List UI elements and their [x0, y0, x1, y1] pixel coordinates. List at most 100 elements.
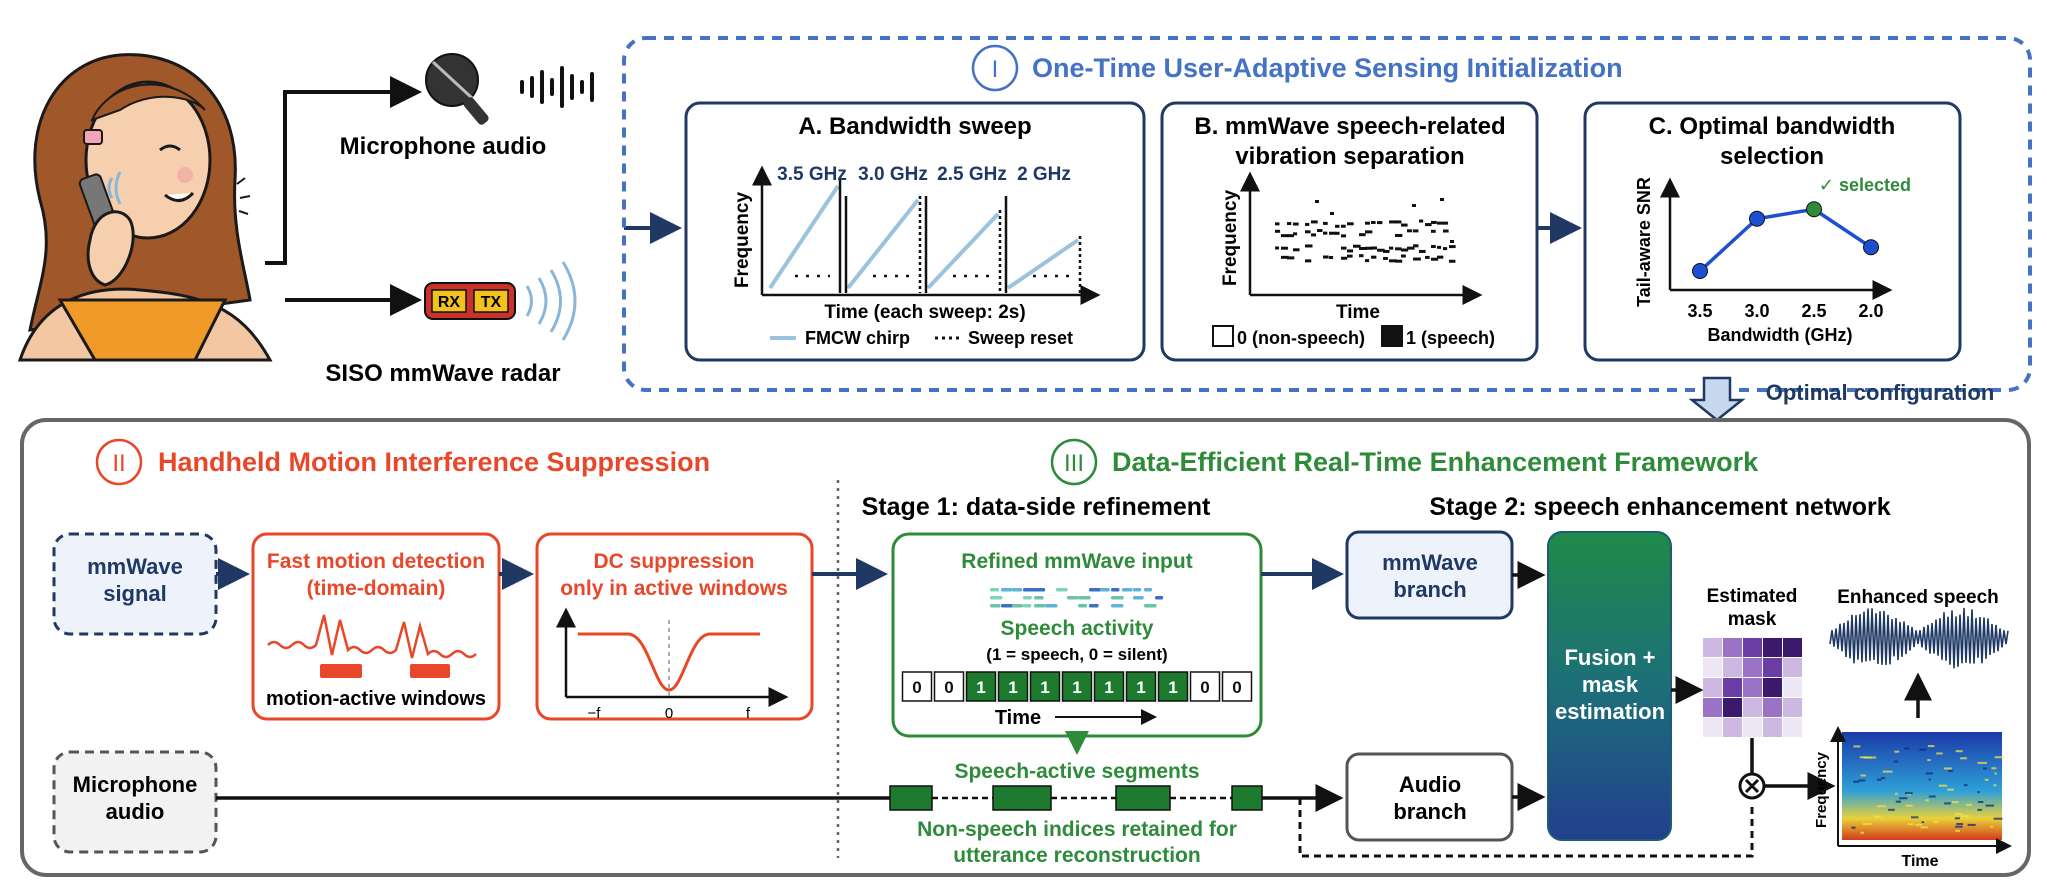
enhanced-speech-label: Enhanced speech	[1837, 587, 1999, 608]
legend-chirp-label: FMCW chirp	[805, 328, 910, 348]
optimal-config-label: Optimal configuration	[1766, 380, 1995, 405]
activity-bit-cell	[1189, 671, 1221, 702]
mask-cell	[1723, 638, 1742, 657]
activity-bit-value: 1	[1008, 678, 1017, 697]
spectrogram-ylabel: Frequency	[1813, 751, 1830, 828]
multiply-icon-glyph	[1744, 778, 1760, 794]
stage-1-label: Stage 1: data-side refinement	[862, 493, 1211, 521]
mmwave-branch-line1: mmWave	[1382, 550, 1478, 575]
legend-zero-label: 0 (non-speech)	[1237, 328, 1365, 348]
mask-cell	[1703, 638, 1722, 657]
mask-cell	[1703, 658, 1722, 677]
section-2-numeral: II	[112, 450, 125, 477]
audio-branch-line2: branch	[1393, 799, 1466, 824]
activity-bit-cell	[997, 671, 1029, 702]
snr-axes	[1660, 177, 1893, 300]
mask-cell	[1763, 718, 1782, 737]
speech-active-segments-label: Speech-active segments	[954, 760, 1199, 783]
segment-block	[1231, 785, 1263, 811]
activity-bit-cell	[1157, 671, 1189, 702]
snr-point	[1749, 210, 1765, 227]
activity-bit-value: 1	[976, 678, 985, 697]
non-speech-line1: Non-speech indices retained for	[917, 818, 1237, 841]
fusion-line3: estimation	[1555, 699, 1665, 724]
motion-windows-label: motion-active windows	[266, 688, 486, 710]
mask-cell	[1723, 658, 1742, 677]
mask-cell	[1783, 718, 1802, 737]
snr-point	[1692, 263, 1708, 279]
legend-zero-swatch	[1212, 325, 1234, 347]
legend-one-label: 1 (speech)	[1406, 328, 1495, 348]
mic-audio-line2: audio	[106, 799, 165, 824]
fusion-mask-box	[1547, 531, 1672, 841]
non-speech-line2: utterance reconstruction	[953, 844, 1200, 867]
bandwidth-label-2: 3.0 GHz	[858, 164, 928, 185]
fast-motion-line2: (time-domain)	[307, 577, 446, 600]
fusion-line2: mask	[1582, 672, 1639, 697]
activity-bit-value: 1	[1040, 678, 1049, 697]
panel-c-ylabel: Tail-aware SNR	[1634, 177, 1654, 307]
activity-bit-value: 0	[1200, 678, 1209, 697]
snr-x-tick: 3.5	[1687, 301, 1712, 321]
section-1-numeral: I	[992, 56, 999, 83]
radar-label: SISO mmWave radar	[325, 360, 560, 387]
sweep-axes	[752, 165, 1101, 305]
non-speech-index-path	[1298, 798, 1754, 858]
panel-b-ylabel: Frequency	[1220, 190, 1241, 287]
activity-bit-value: 0	[944, 678, 953, 697]
section-2-title: Handheld Motion Interference Suppression	[158, 447, 710, 477]
panel-bandwidth-selection	[1583, 101, 1962, 362]
panel-b-title-line2: vibration separation	[1235, 143, 1464, 170]
motion-waveform	[267, 614, 477, 678]
section-1-badge	[971, 44, 1019, 92]
dc-line1: DC suppression	[593, 550, 754, 573]
panel-a-ylabel: Frequency	[732, 192, 753, 289]
snr-x-tick: 2.0	[1858, 301, 1883, 321]
mask-cell	[1763, 698, 1782, 717]
mask-cell	[1703, 718, 1722, 737]
activity-bit-cell	[1125, 671, 1157, 702]
mask-cell	[1783, 698, 1802, 717]
enhanced-speech-waveform	[1829, 607, 2009, 669]
fmcw-chirps	[768, 184, 1080, 290]
section-3-numeral: III	[1064, 450, 1084, 477]
speech-segments	[889, 785, 1263, 811]
mask-cell	[1743, 698, 1762, 717]
sweep-resets	[795, 180, 1082, 293]
snr-series-line	[1698, 207, 1872, 273]
mask-cell	[1703, 698, 1722, 717]
mask-cell	[1783, 658, 1802, 677]
mask-cell	[1763, 678, 1782, 697]
mmwave-branch-line2: branch	[1393, 577, 1466, 602]
snr-x-tick: 3.0	[1744, 301, 1769, 321]
activity-bit-cell	[901, 671, 933, 702]
radar-tx-label: TX	[481, 294, 502, 311]
refined-input-label: Refined mmWave input	[961, 550, 1192, 573]
snr-point-selected	[1806, 201, 1822, 218]
mask-cell	[1723, 698, 1742, 717]
user-illustration	[17, 53, 273, 362]
panel-b-title-line1: B. mmWave speech-related	[1194, 113, 1505, 140]
mask-cell	[1723, 718, 1742, 737]
segment-block	[1115, 785, 1171, 811]
activity-bit-value: 0	[912, 678, 921, 697]
activity-bit-value: 1	[1104, 678, 1113, 697]
mask-label-line1: Estimated	[1707, 586, 1798, 607]
mask-label-line2: mask	[1728, 609, 1777, 630]
fast-motion-line1: Fast motion detection	[267, 550, 485, 573]
segment-block	[889, 785, 933, 811]
audio-branch-box	[1345, 752, 1514, 842]
mmwave-branch-box	[1345, 530, 1514, 620]
microphone-icon	[425, 53, 489, 125]
mask-cell	[1783, 678, 1802, 697]
activity-bit-cell	[1061, 671, 1093, 702]
stage-2-label: Stage 2: speech enhancement network	[1429, 493, 1890, 521]
panel-b-xlabel: Time	[1336, 302, 1380, 323]
panel-a-title: A. Bandwidth sweep	[798, 113, 1031, 140]
activity-time-label: Time	[995, 707, 1041, 729]
section-1-container	[622, 36, 2032, 392]
section-2-badge	[95, 438, 143, 486]
